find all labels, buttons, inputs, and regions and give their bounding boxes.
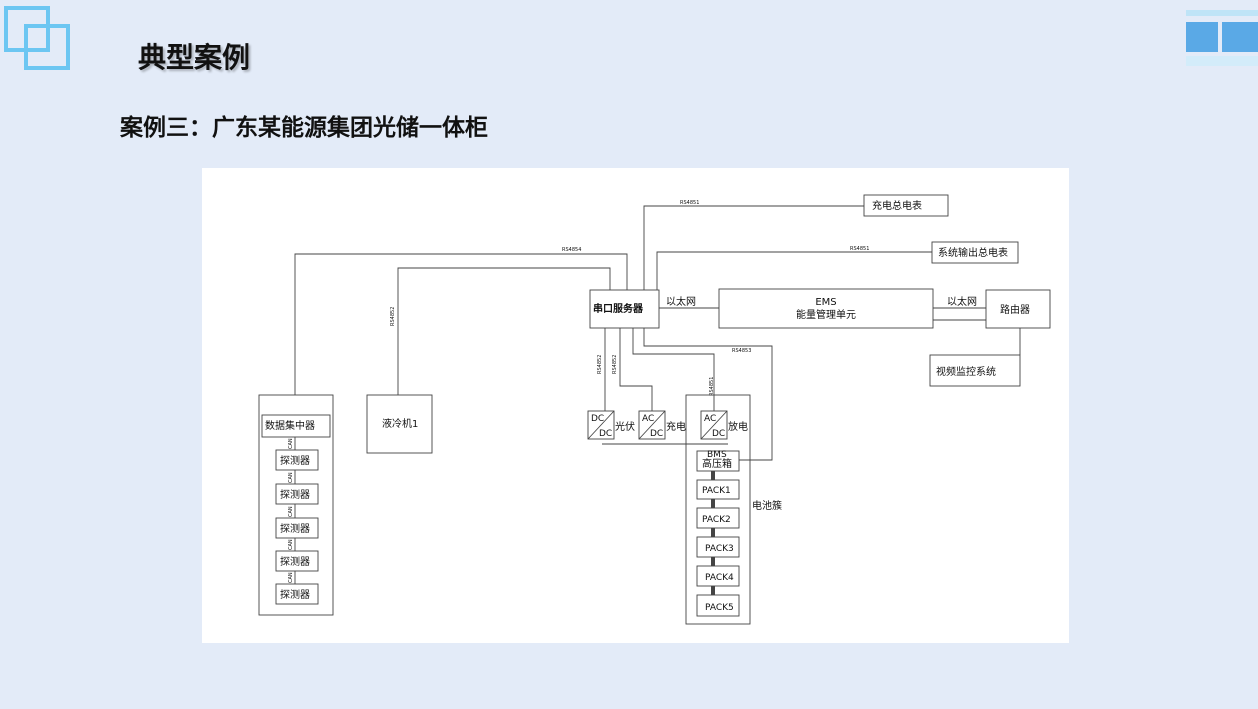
dcdc-top-label: DC bbox=[591, 414, 604, 424]
serial-server-label: 串口服务器 bbox=[593, 302, 644, 315]
acdc-charge-top-label: AC bbox=[642, 414, 654, 424]
detector-box-5 bbox=[275, 583, 319, 605]
battery-cluster-label: 电池簇 bbox=[752, 499, 782, 512]
router-box bbox=[985, 289, 1051, 329]
pack-label-1: PACK1 bbox=[702, 486, 731, 496]
pack-box-3 bbox=[696, 536, 740, 558]
pack-connectors bbox=[711, 471, 715, 595]
acdc-charge-bottom-label: DC bbox=[650, 429, 663, 439]
pack-box-2 bbox=[696, 507, 740, 529]
charge-meter-label: 充电总电表 bbox=[872, 199, 922, 212]
detector-box-3 bbox=[275, 517, 319, 539]
liquid-cooler-label: 液冷机1 bbox=[382, 417, 418, 430]
corner-squares-decoration bbox=[4, 6, 70, 70]
detector-box-2 bbox=[275, 483, 319, 505]
bms-label: BMS bbox=[707, 450, 727, 460]
ems-label: EMS bbox=[815, 297, 836, 308]
link-label-ethernet-ems: 以太网 bbox=[666, 295, 696, 308]
video-monitoring-box bbox=[929, 354, 1021, 387]
system-diagram: RS4851 RS4851 RS4854 RS4853 RS4852 RS485… bbox=[202, 168, 1069, 643]
pack-label-3: PACK3 bbox=[705, 544, 734, 554]
link-label-rs4852-cooler: RS4852 bbox=[390, 307, 396, 326]
system-diagram-svg: RS4851 RS4851 RS4854 RS4853 RS4852 RS485… bbox=[258, 194, 1051, 625]
can-label-2: CAN bbox=[288, 472, 294, 483]
link-label-rs4851-charge: RS4851 bbox=[680, 200, 699, 206]
link-label-ethernet-router: 以太网 bbox=[947, 295, 977, 308]
can-label-4: CAN bbox=[288, 539, 294, 550]
hv-box bbox=[696, 450, 740, 472]
liquid-cooler-box bbox=[366, 394, 433, 454]
can-label-1: CAN bbox=[288, 438, 294, 449]
charge-meter-box bbox=[863, 194, 949, 217]
link-label-rs4851-output: RS4851 bbox=[850, 246, 869, 252]
link-label-rs4853: RS4853 bbox=[732, 348, 751, 354]
battery-cluster-cabinet bbox=[685, 394, 751, 625]
pack-label-4: PACK4 bbox=[705, 573, 734, 583]
router-label: 路由器 bbox=[1000, 303, 1030, 316]
acdc-discharge-converter-diagonal bbox=[700, 410, 728, 440]
pack-box-5 bbox=[696, 594, 740, 617]
dcdc-converter-diagonal bbox=[587, 410, 615, 440]
ems-sub-label: 能量管理单元 bbox=[796, 308, 856, 321]
pack-label-2: PACK2 bbox=[702, 515, 731, 525]
pv-label: 光伏 bbox=[615, 420, 635, 433]
connection-lines bbox=[294, 205, 1021, 461]
output-meter-box bbox=[931, 241, 1019, 264]
discharge-label: 放电 bbox=[728, 420, 748, 433]
link-label-rs4852-dcdc: RS4852 bbox=[597, 355, 603, 374]
can-label-5: CAN bbox=[288, 572, 294, 583]
detector-label-3: 探测器 bbox=[280, 522, 310, 535]
can-label-3: CAN bbox=[288, 506, 294, 517]
pack-box-4 bbox=[696, 565, 740, 587]
corner-blocks-decoration bbox=[1186, 10, 1258, 66]
output-meter-label: 系统输出总电表 bbox=[938, 246, 1008, 259]
link-label-rs4852-acdc: RS4852 bbox=[612, 355, 618, 374]
pack-label-5: PACK5 bbox=[705, 603, 734, 613]
hv-box-label: 高压箱 bbox=[702, 457, 732, 470]
acdc-charge-converter-diagonal bbox=[638, 410, 666, 440]
serial-server-box bbox=[589, 289, 660, 329]
data-concentrator-box bbox=[261, 414, 331, 438]
case-title: 案例三：广东某能源集团光储一体柜 bbox=[120, 115, 488, 141]
detector-label-1: 探测器 bbox=[280, 454, 310, 467]
detector-label-5: 探测器 bbox=[280, 588, 310, 601]
charge-label: 充电 bbox=[666, 420, 686, 433]
video-monitoring-label: 视频监控系统 bbox=[936, 365, 996, 378]
page-title: 典型案例 bbox=[138, 41, 251, 74]
detector-label-4: 探测器 bbox=[280, 555, 310, 568]
pack-box-1 bbox=[696, 479, 740, 500]
acdc-discharge-bottom-label: DC bbox=[712, 429, 725, 439]
ems-box bbox=[718, 288, 934, 329]
dcdc-bottom-label: DC bbox=[599, 429, 612, 439]
detector-label-2: 探测器 bbox=[280, 488, 310, 501]
acdc-discharge-top-label: AC bbox=[704, 414, 716, 424]
detector-box-1 bbox=[275, 449, 319, 471]
data-concentrator-label: 数据集中器 bbox=[265, 419, 315, 432]
link-label-rs4851-acdc2: RS4851 bbox=[709, 377, 715, 396]
detector-box-4 bbox=[275, 550, 319, 572]
link-label-rs4854: RS4854 bbox=[562, 247, 581, 253]
